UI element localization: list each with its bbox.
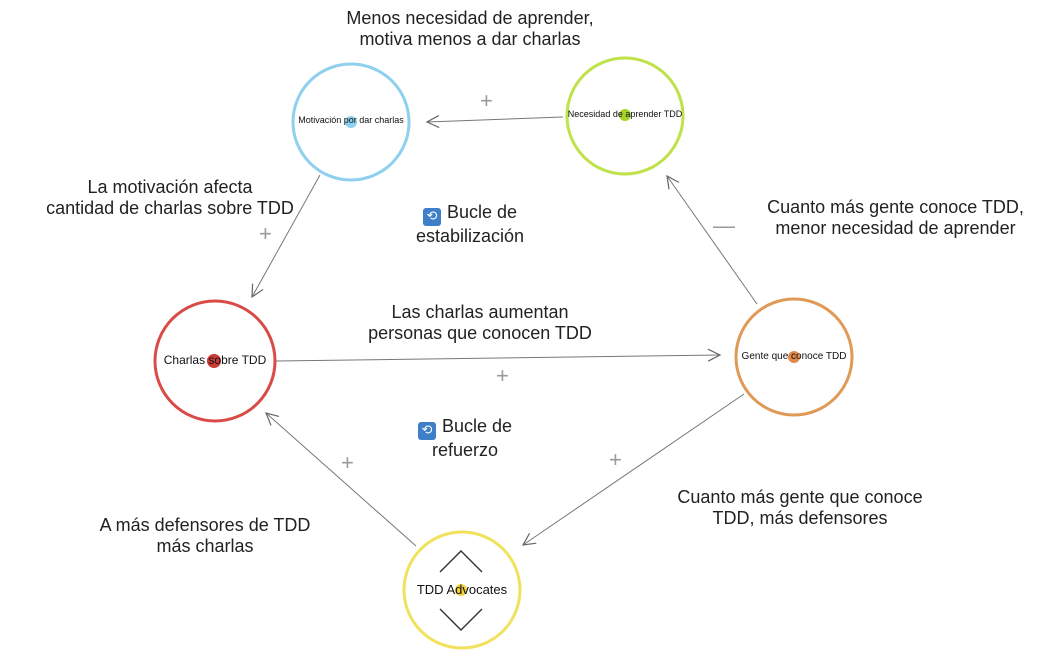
loop-refuerzo: ⟲ Bucle de refuerzo	[395, 416, 535, 461]
edge-label-necesidad-motivacion: Menos necesidad de aprender, motiva meno…	[320, 8, 620, 50]
edge-label-line1: Las charlas aumentan	[391, 302, 569, 322]
edge-label-charlas-gente: Las charlas aumentan personas que conoce…	[330, 302, 630, 344]
loop-refuerzo-text1: Bucle de	[441, 416, 513, 436]
edge-label-gente-necesidad: Cuanto más gente conoce TDD, menor neces…	[743, 197, 1048, 239]
edge-advocates-to-charlas	[264, 412, 417, 547]
sign-gente-advocates: +	[609, 447, 622, 472]
node-charlas-label: Charlas sobre TDD	[163, 353, 267, 367]
edge-label-line1: Cuanto más gente que conoce	[677, 487, 923, 507]
loop-estabilizacion-line1: ⟲ Bucle de	[395, 202, 545, 226]
edge-label-line2: TDD, más defensores	[712, 508, 888, 528]
loop-estabilizacion-text1: Bucle de	[446, 202, 518, 222]
edge-gente-to-advocates	[521, 393, 745, 546]
edge-label-line2: personas que conocen TDD	[368, 323, 592, 343]
node-necesidad-dot	[619, 109, 631, 121]
edge-label-line1: A más defensores de TDD	[99, 515, 311, 535]
loop-icon: ⟲	[422, 208, 441, 226]
node-advocates-dot	[455, 584, 467, 596]
edge-label-line2: menor necesidad de aprender	[775, 218, 1016, 238]
edge-motivacion-to-charlas	[251, 174, 321, 299]
sign-gente-necesidad: —	[713, 213, 735, 238]
node-motivacion-label: Motivación por dar charlas	[298, 115, 404, 125]
edge-label-line2: más charlas	[156, 536, 254, 556]
edge-label-line1: Cuanto más gente conoce TDD,	[767, 197, 1024, 217]
loop-refuerzo-line1: ⟲ Bucle de	[395, 416, 535, 440]
edge-gente-to-necesidad	[666, 174, 758, 305]
loop-estabilizacion-line2: estabilización	[415, 226, 525, 246]
edge-label-line1: La motivación afecta	[87, 177, 253, 197]
chevron-up-icon	[439, 550, 483, 573]
edge-label-line2: motiva menos a dar charlas	[359, 29, 581, 49]
node-gente-dot	[788, 351, 800, 363]
node-charlas-dot	[207, 354, 221, 368]
node-advocates-label: TDD Advocates	[416, 582, 508, 597]
loop-refuerzo-line2: refuerzo	[431, 440, 499, 460]
edge-necesidad-to-motivacion	[425, 115, 564, 129]
node-necesidad-label: Necesidad de aprender TDD	[567, 109, 683, 119]
node-gente-label: Gente que conoce TDD	[741, 351, 847, 362]
loop-icon: ⟲	[417, 422, 436, 440]
edge-label-advocates-charlas: A más defensores de TDD más charlas	[55, 515, 355, 557]
node-motivacion-dot	[345, 116, 357, 128]
sign-charlas-gente: +	[496, 363, 509, 388]
sign-motivacion-charlas: +	[259, 221, 272, 246]
sign-necesidad-motivacion: +	[480, 88, 493, 113]
sign-advocates-charlas: +	[341, 450, 354, 475]
edge-label-motivacion-charlas: La motivación afecta cantidad de charlas…	[20, 177, 320, 219]
chevron-down-icon	[439, 608, 483, 631]
edge-label-line1: Menos necesidad de aprender,	[346, 8, 594, 28]
edge-charlas-to-gente	[275, 348, 722, 362]
edge-label-line2: cantidad de charlas sobre TDD	[46, 198, 294, 218]
edge-label-gente-advocates: Cuanto más gente que conoce TDD, más def…	[650, 487, 950, 529]
loop-estabilizacion: ⟲ Bucle de estabilización	[395, 202, 545, 247]
